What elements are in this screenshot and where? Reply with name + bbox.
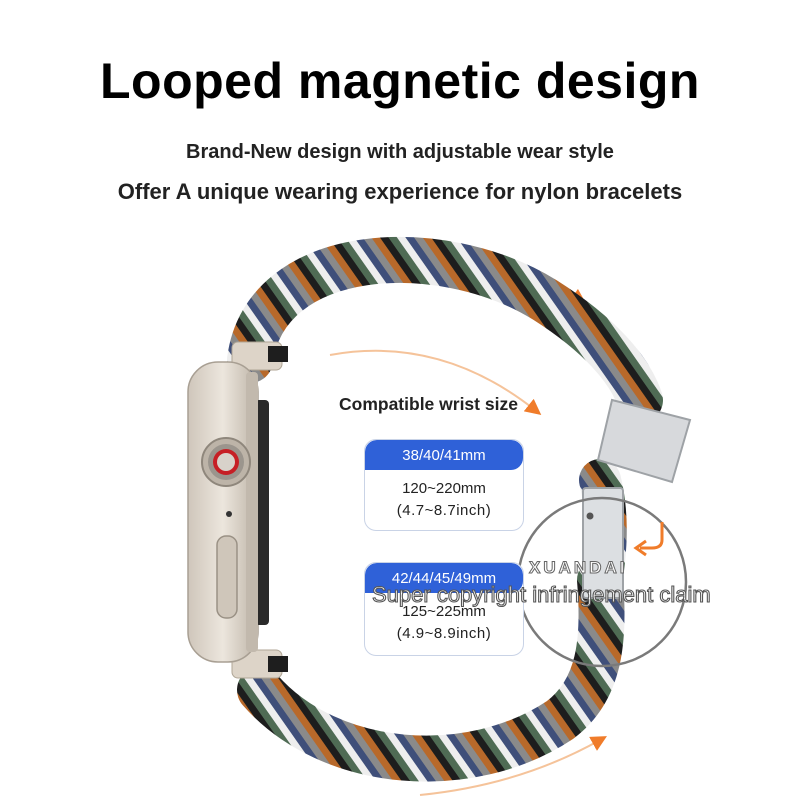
size-card-case: 42/44/45/49mm <box>365 563 523 593</box>
watermark-brand: XUANDAI <box>528 558 628 578</box>
watermark-claim: Super copyright infringement claim <box>371 581 711 607</box>
watch-case <box>187 361 269 663</box>
compatible-wrist-size-label: Compatible wrist size <box>339 394 518 414</box>
size-card-case: 38/40/41mm <box>365 440 523 470</box>
lower-strap <box>237 557 625 782</box>
arc-arrow-bottom <box>419 736 607 796</box>
size-card-range-inch: (4.7~8.7inch) <box>396 502 492 519</box>
size-card-range-mm: 120~220mm <box>402 480 486 497</box>
size-card-range-mm: 125~225mm <box>402 603 486 620</box>
orange-hook-arrow-icon <box>640 522 664 550</box>
subheadline-2: Offer A unique wearing experience for ny… <box>117 179 683 204</box>
magnetic-clasp <box>582 398 692 599</box>
arc-arrow-inner <box>329 349 542 415</box>
size-card-large: 42/44/45/49mm 125~225mm (4.9~8.9inch) <box>364 562 524 656</box>
upper-strap <box>227 237 663 423</box>
subheadline-1: Brand-New design with adjustable wear st… <box>186 141 614 163</box>
side-button-icon <box>216 535 238 619</box>
size-card-small: 38/40/41mm 120~220mm (4.7~8.7inch) <box>364 439 524 531</box>
size-card-range-inch: (4.9~8.9inch) <box>396 625 492 642</box>
headline: Looped magnetic design <box>100 53 700 109</box>
